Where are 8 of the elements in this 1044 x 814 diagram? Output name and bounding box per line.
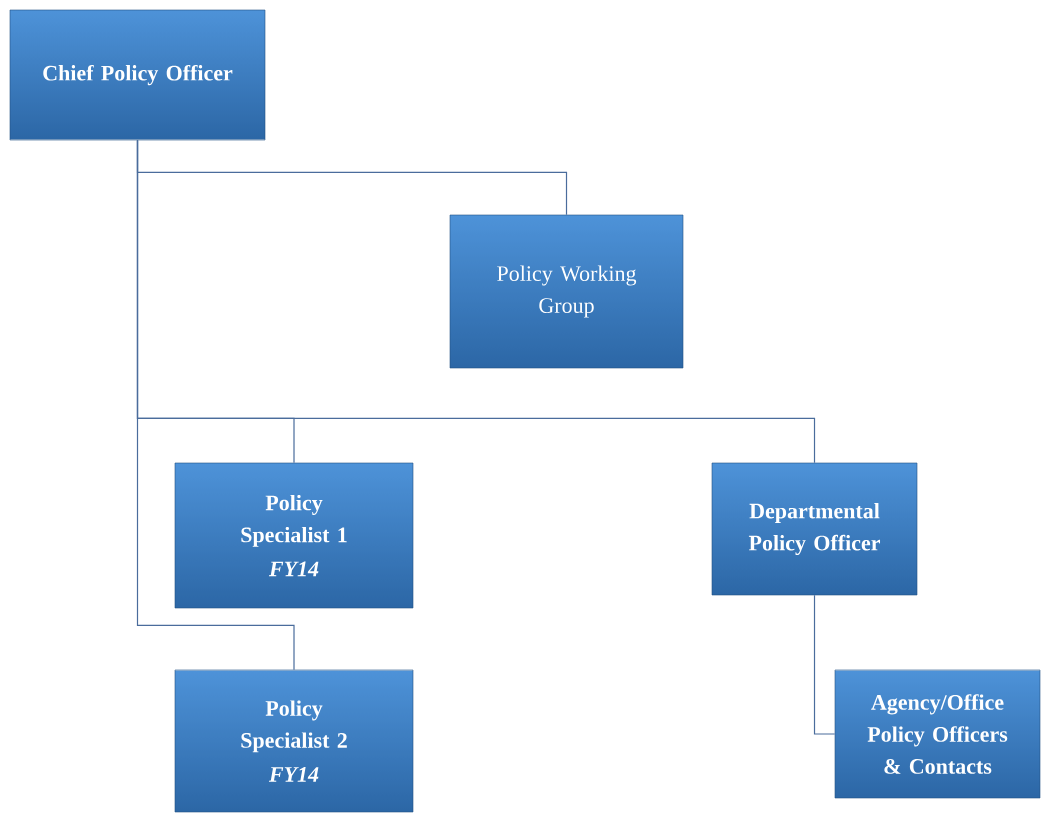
- connector-line: [136, 139, 295, 671]
- org-box: Agency/Office Policy Officers & Contacts: [834, 669, 1041, 799]
- org-box: Departmental Policy Officer: [711, 462, 918, 596]
- connector-line: [813, 594, 836, 735]
- org-box: Chief Policy Officer: [9, 9, 266, 141]
- org-box: Policy Specialist 2 FY14: [174, 669, 414, 813]
- org-box: Policy Specialist 1 FY14: [174, 462, 414, 609]
- org-box: Policy Working Group: [449, 214, 684, 369]
